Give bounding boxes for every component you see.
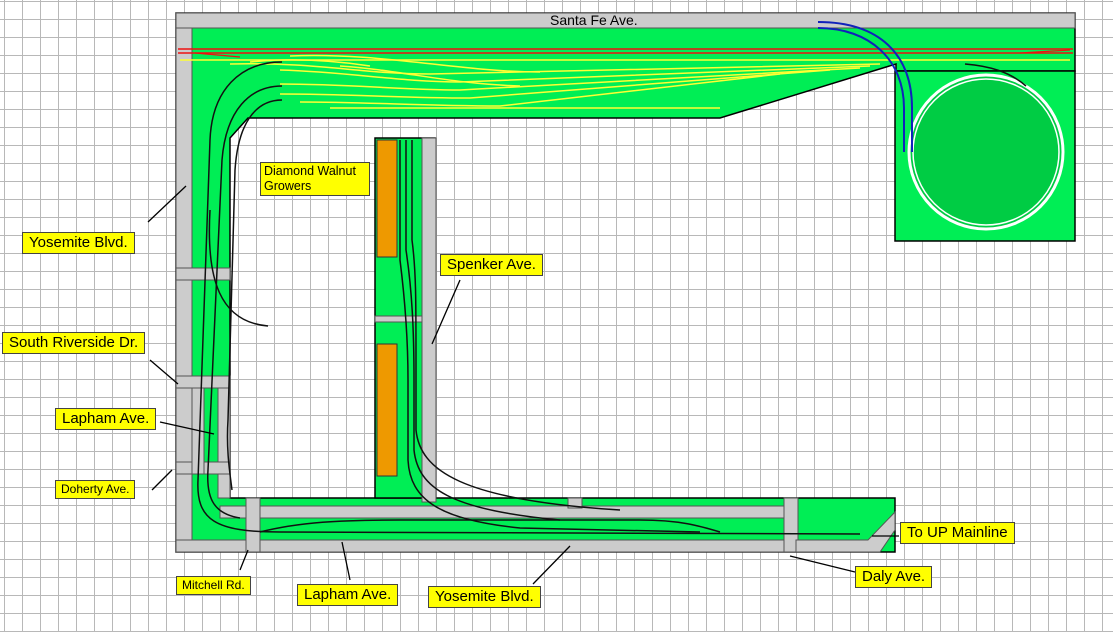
- track-staging-black: [964, 63, 1027, 87]
- road-bottom-outer: [175, 539, 797, 553]
- industry-building-south: [376, 343, 398, 477]
- leader-lines: [147, 185, 899, 585]
- label-diamond-walnut: Diamond Walnut Growers: [260, 162, 370, 196]
- label-mitchell: Mitchell Rd.: [176, 576, 251, 595]
- turntable: [907, 73, 1065, 231]
- label-lapham-bottom: Lapham Ave.: [297, 584, 399, 606]
- label-spenker: Spenker Ave.: [440, 254, 543, 276]
- track-main-loop: [197, 61, 861, 535]
- label-lapham-left: Lapham Ave.: [55, 408, 157, 430]
- track-branch-2: [226, 99, 283, 491]
- road-up-mainline-ramp: [795, 510, 896, 553]
- road-yosemite-left-inner: [175, 267, 231, 281]
- road-mitchell: [245, 497, 261, 553]
- staging-tracks: [817, 21, 913, 152]
- mainline: [178, 48, 1073, 58]
- road-spenker: [421, 137, 437, 503]
- label-south-riverside: South Riverside Dr.: [2, 332, 146, 354]
- road-daly: [783, 497, 799, 553]
- label-doherty: Doherty Ave.: [55, 480, 136, 499]
- street-santa-fe: Santa Fe Ave.: [550, 12, 638, 28]
- label-daly: Daly Ave.: [855, 566, 933, 588]
- track-spur-curve: [208, 209, 269, 327]
- roads: [175, 12, 1076, 553]
- road-santa-fe: [175, 12, 1076, 29]
- label-yosemite-left: Yosemite Blvd.: [22, 232, 135, 254]
- track-bottom-passing: [259, 519, 721, 533]
- label-up-mainline: To UP Mainline: [900, 522, 1015, 544]
- track-spur-2: [405, 140, 561, 521]
- road-diamond-spur-divider: [374, 315, 423, 323]
- road-bottom-inner: [219, 505, 797, 519]
- turntable-pit: [907, 73, 1065, 231]
- track-branch-1: [206, 85, 283, 519]
- track-work: [197, 61, 1027, 535]
- road-yosemite-bottom-stub: [567, 497, 583, 509]
- road-south-riverside: [175, 375, 231, 389]
- label-yosemite-bottom: Yosemite Blvd.: [428, 586, 541, 608]
- industries: [376, 139, 398, 477]
- industry-building-north: [376, 139, 398, 258]
- track-spur-3: [411, 140, 621, 511]
